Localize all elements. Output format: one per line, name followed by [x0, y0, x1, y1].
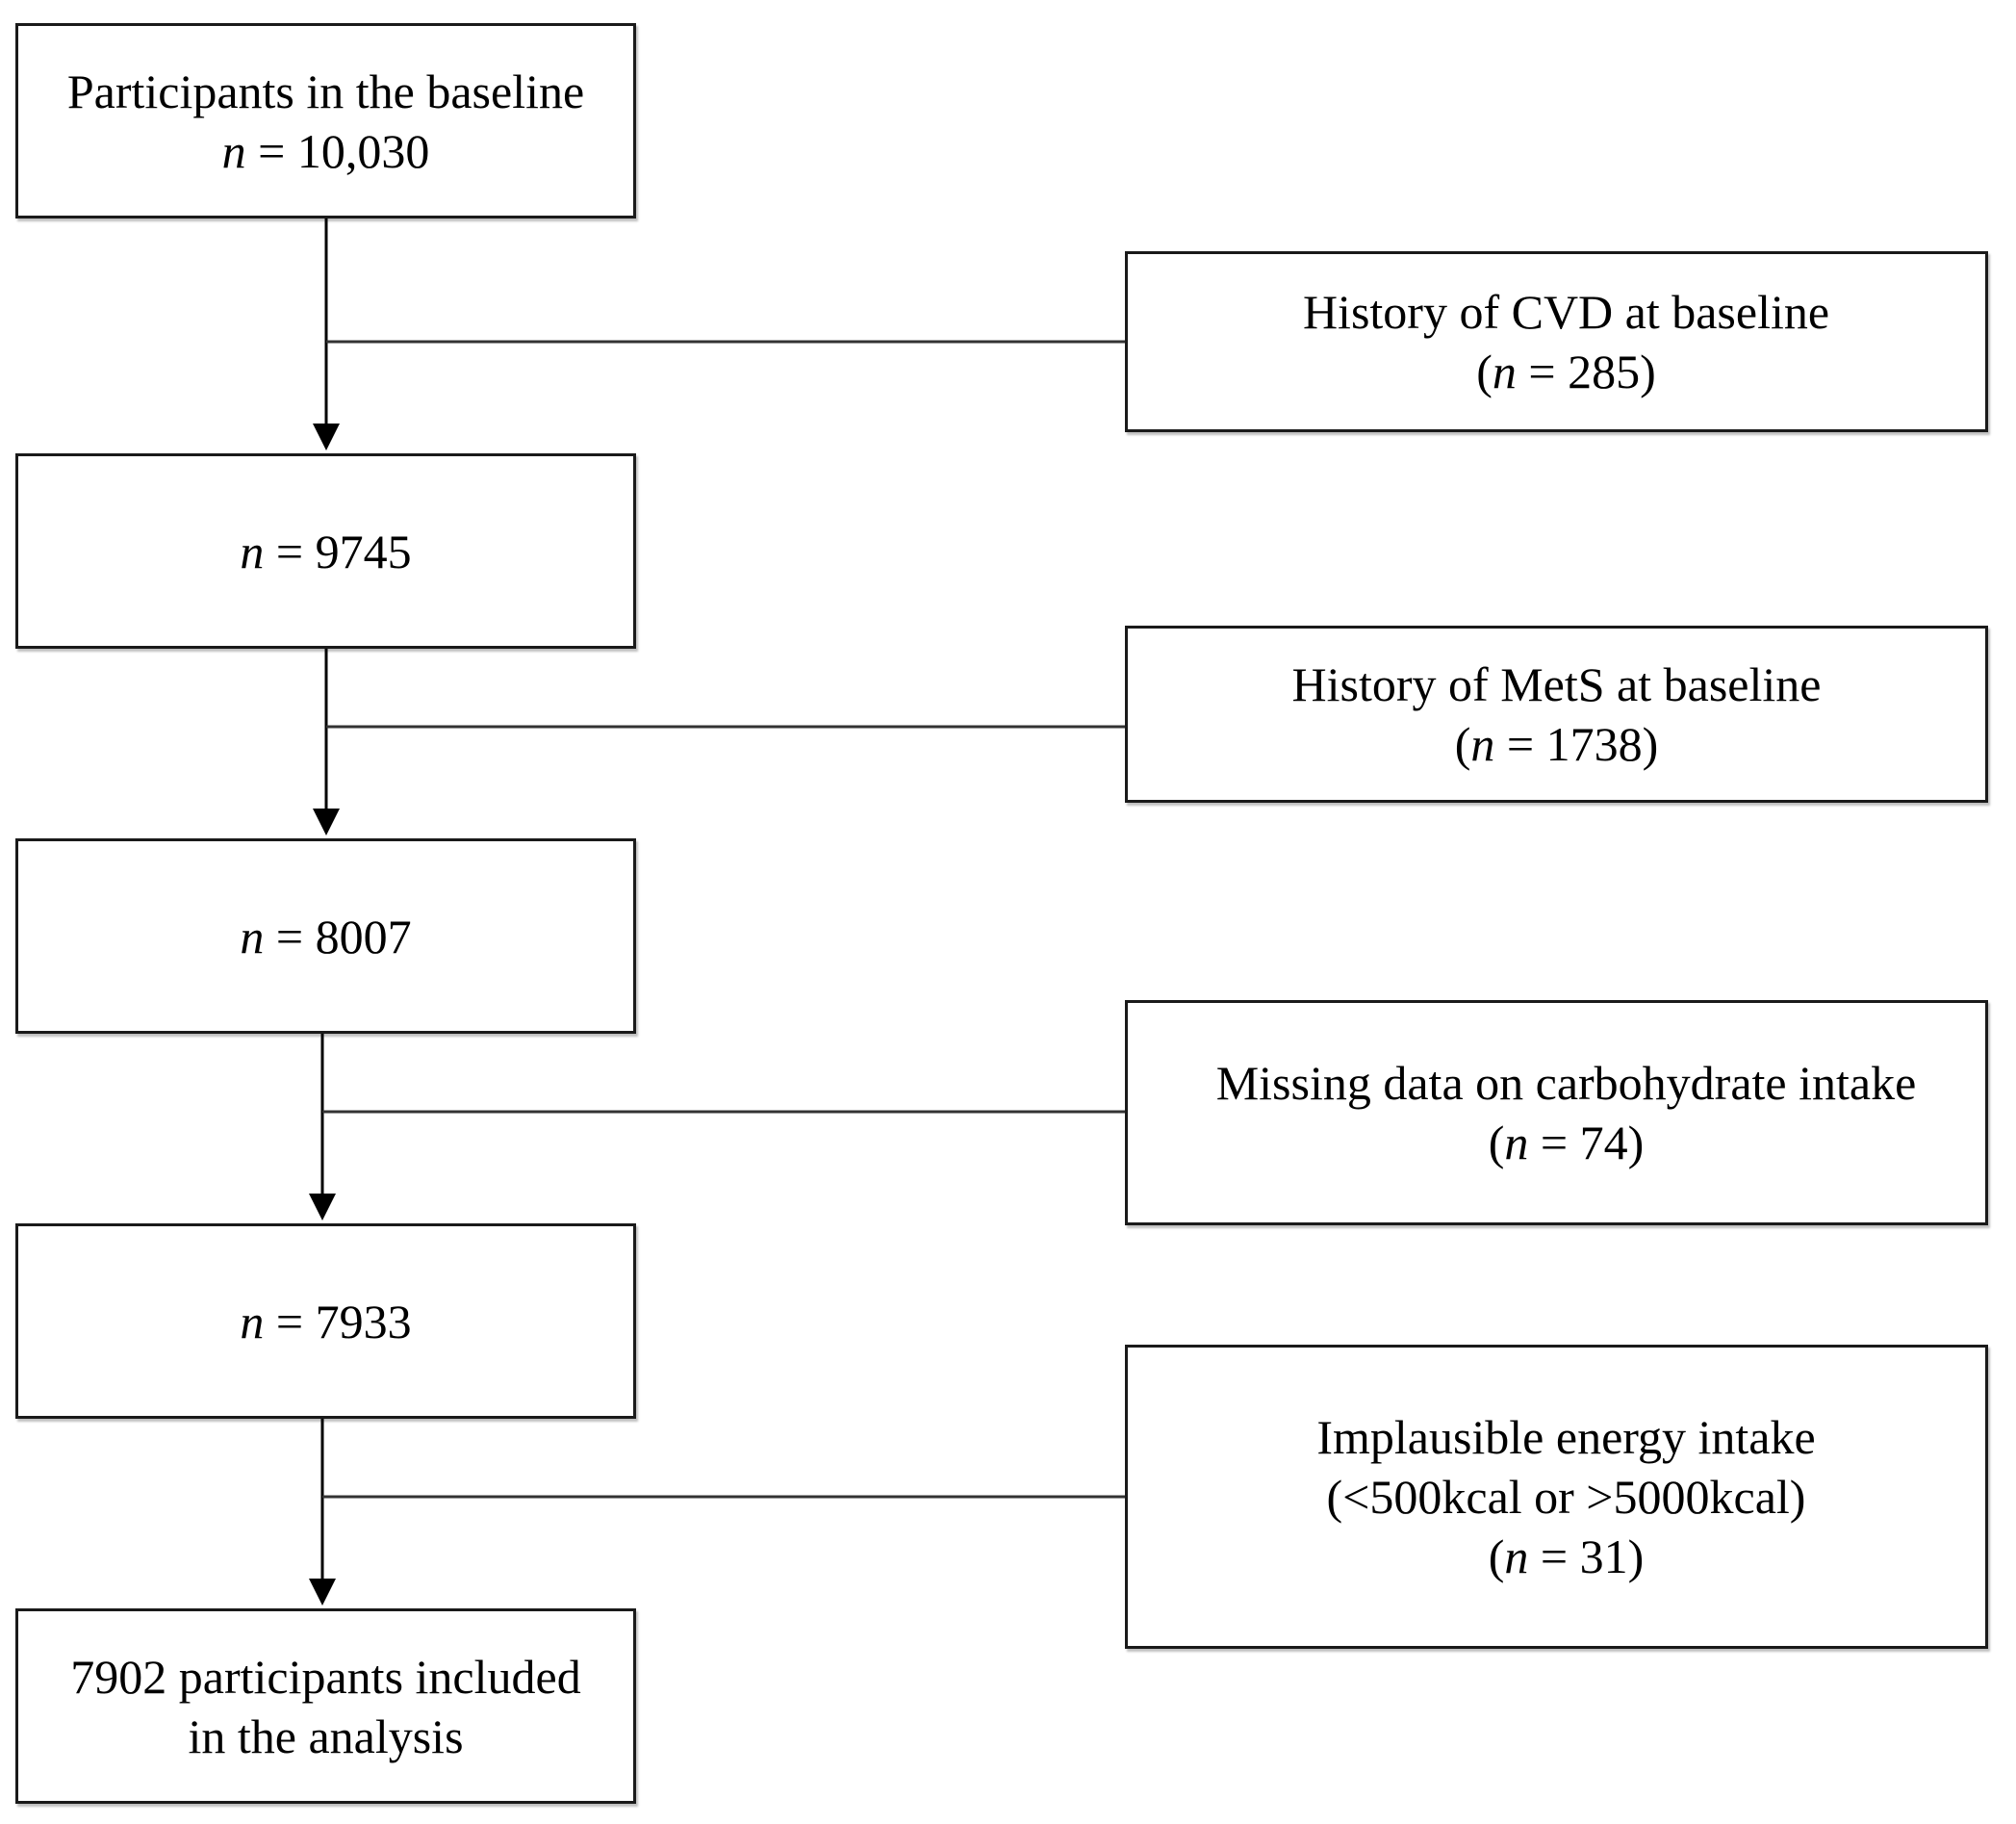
- box-after-carbohydrate-exclusion: n = 7933: [15, 1223, 636, 1419]
- box-count-line: n = 9745: [240, 522, 411, 581]
- exclusion-box-energy-intake: Implausible energy intake (<500kcal or >…: [1125, 1345, 1988, 1649]
- n-symbol: n: [1470, 717, 1495, 771]
- arrow-main-4-to-5: [309, 1419, 336, 1606]
- exclusion-text-group: Missing data on carbohydrate intake (n =…: [1197, 1053, 1917, 1172]
- box-count-line: n = 10,030: [222, 121, 430, 181]
- n-symbol: n: [240, 909, 265, 963]
- n-symbol: n: [1504, 1116, 1529, 1169]
- exclusion-box-mets: History of MetS at baseline (n = 1738): [1125, 626, 1988, 803]
- exclusion-reason: Implausible energy intake: [1316, 1410, 1816, 1464]
- count-value: = 10,030: [245, 123, 430, 178]
- exclusion-text-group: Implausible energy intake (<500kcal or >…: [1297, 1407, 1815, 1586]
- box-count-line: n = 8007: [240, 907, 411, 966]
- exclusion-criteria: (<500kcal or >5000kcal): [1326, 1470, 1806, 1524]
- exclusion-text-group: History of CVD at baseline (n = 285): [1284, 282, 1829, 401]
- box-after-mets-exclusion: n = 8007: [15, 838, 636, 1034]
- count-value: = 31: [1528, 1529, 1628, 1583]
- exclusion-box-carbohydrate: Missing data on carbohydrate intake (n =…: [1125, 1000, 1988, 1225]
- paren-open: (: [1488, 1529, 1505, 1583]
- n-symbol: n: [1492, 345, 1517, 398]
- arrow-main-1-to-2: [313, 218, 340, 450]
- exclusion-count: (n = 1738): [1292, 714, 1822, 774]
- box-after-cvd-exclusion: n = 9745: [15, 453, 636, 649]
- paren-close: ): [1640, 345, 1656, 398]
- paren-close: ): [1642, 717, 1659, 771]
- arrow-main-2-to-3: [313, 649, 340, 835]
- count-value: = 1738: [1494, 717, 1643, 771]
- n-symbol: n: [240, 1294, 265, 1349]
- box-baseline-participants: Participants in the baseline n = 10,030: [15, 23, 636, 218]
- paren-open: (: [1476, 345, 1493, 398]
- paren-close: ): [1627, 1529, 1645, 1583]
- exclusion-reason: History of CVD at baseline: [1302, 285, 1830, 339]
- box-count-line: n = 7933: [240, 1292, 411, 1351]
- exclusion-reason: History of MetS at baseline: [1291, 657, 1822, 711]
- n-symbol: n: [221, 123, 246, 178]
- count-value: = 7933: [264, 1294, 412, 1349]
- count-value: = 285: [1516, 345, 1641, 398]
- exclusion-text-group: History of MetS at baseline (n = 1738): [1292, 655, 1822, 774]
- n-symbol: n: [240, 524, 265, 578]
- count-value: = 9745: [264, 524, 412, 578]
- exclusion-count: (n = 74): [1216, 1113, 1917, 1172]
- arrow-main-3-to-4: [309, 1034, 336, 1220]
- count-value: = 74: [1528, 1116, 1628, 1169]
- exclusion-reason: Missing data on carbohydrate intake: [1215, 1056, 1917, 1110]
- paren-open: (: [1454, 717, 1471, 771]
- box-text-line: 7902 participants included: [70, 1649, 581, 1704]
- paren-close: ): [1627, 1116, 1645, 1169]
- n-symbol: n: [1504, 1529, 1529, 1583]
- exclusion-count: (n = 285): [1303, 342, 1829, 401]
- box-text-line: Participants in the baseline: [66, 64, 585, 118]
- box-final-analysis: 7902 participants included in the analys…: [15, 1608, 636, 1804]
- box-text-line: in the analysis: [188, 1708, 464, 1763]
- exclusion-box-cvd: History of CVD at baseline (n = 285): [1125, 251, 1988, 432]
- exclusion-count: (n = 31): [1316, 1527, 1815, 1586]
- paren-open: (: [1488, 1116, 1505, 1169]
- count-value: = 8007: [264, 909, 412, 963]
